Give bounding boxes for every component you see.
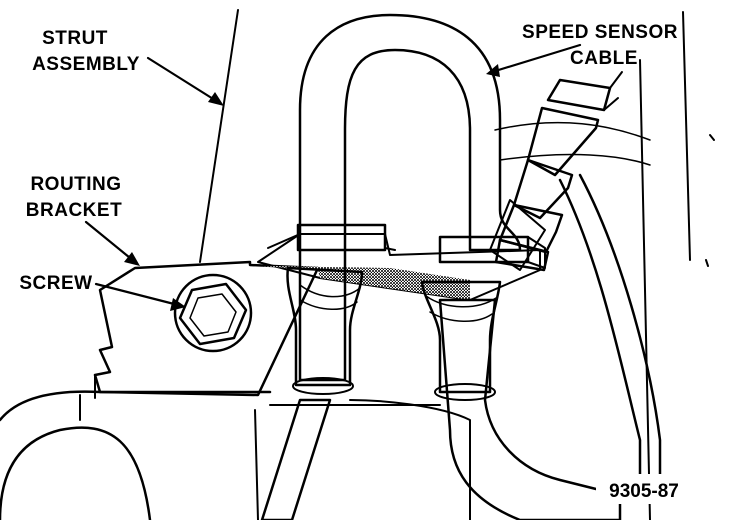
- label-strut-line2: ASSEMBLY: [32, 54, 140, 75]
- screw-hex-face: [189, 293, 237, 337]
- grommet-left-ribs: [299, 284, 361, 310]
- bracket-shadow: [262, 266, 470, 300]
- leader-screw: [94, 282, 180, 307]
- connector-boot-1: [526, 106, 600, 177]
- housing-circle: [0, 426, 152, 520]
- cable-run-left: [260, 398, 332, 520]
- leader-lines: [84, 43, 582, 311]
- figure-number-backing: [596, 474, 696, 504]
- connector-boot-2: [512, 158, 574, 220]
- leader-strut: [146, 56, 220, 104]
- label-strut-line1: STRUT: [42, 28, 108, 49]
- leader-screw-arrow: [170, 298, 186, 311]
- leader-bracket: [84, 220, 137, 264]
- housing-top-edge: [0, 390, 272, 422]
- grommet-right-ribs: [425, 295, 497, 322]
- housing-edge-2: [349, 399, 471, 520]
- clamp-tab-left: [296, 223, 387, 252]
- leader-cable: [490, 43, 582, 74]
- screw: [173, 273, 253, 353]
- leader-strut-arrow: [208, 92, 224, 106]
- knuckle-housing: [0, 390, 471, 520]
- strut-far-edge: [682, 11, 691, 261]
- cable-sensor-line-1: [558, 178, 642, 492]
- bracket-ridges: [267, 233, 396, 251]
- label-screw: SCREW: [19, 273, 92, 294]
- strut-assembly: [199, 9, 715, 520]
- bracket-notch: [79, 374, 96, 421]
- screw-hex-head: [178, 282, 248, 346]
- callout-labels: STRUT ASSEMBLY ROUTING BRACKET SCREW SPE…: [19, 22, 696, 504]
- bracket-plate: [93, 260, 320, 397]
- grommet-left-ring: [292, 377, 354, 395]
- label-bracket-line1: ROUTING: [30, 174, 121, 195]
- figure-number: 9305-87: [609, 481, 679, 502]
- routing-bracket: [79, 223, 546, 421]
- speed-sensor-cable: [260, 13, 662, 520]
- connector-tail: [603, 71, 623, 111]
- speed-sensor-connector: [494, 71, 623, 272]
- connector-boot-4: [494, 238, 550, 272]
- grommet-left: [286, 266, 364, 387]
- label-cable-line1: SPEED SENSOR: [522, 22, 678, 43]
- housing-edge-1: [254, 409, 259, 520]
- strut-contour-1: [494, 121, 651, 141]
- strut-contour-2: [499, 153, 651, 166]
- label-cable-line2: CABLE: [570, 48, 638, 69]
- connector-boot-3: [498, 203, 564, 254]
- cable-sensor-line-2: [578, 173, 662, 492]
- leader-bracket-arrow: [124, 252, 140, 266]
- label-bracket-line2: BRACKET: [26, 200, 122, 221]
- screw-washer: [173, 273, 253, 353]
- cable-run-right: [438, 298, 622, 520]
- grommet-right-ring: [434, 383, 496, 401]
- strut-right-edge: [639, 59, 651, 520]
- leader-cable-arrow: [486, 64, 500, 77]
- cable-upper-loop: [298, 13, 522, 382]
- grommet-right: [420, 280, 502, 394]
- strut-ticks: [705, 134, 715, 267]
- connector-ferrule: [546, 78, 612, 112]
- strut-left-edge: [199, 9, 239, 263]
